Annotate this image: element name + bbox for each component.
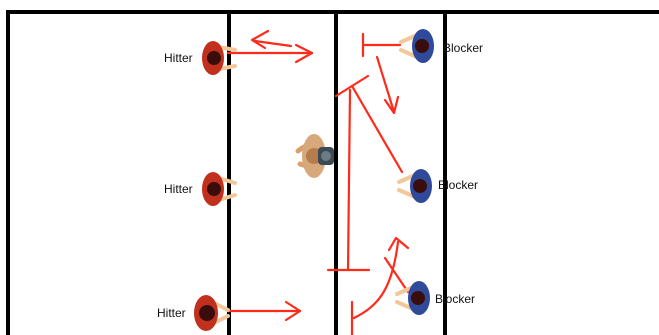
blocker-1-label: Blocker — [443, 41, 484, 55]
blocker-1-figure — [399, 29, 434, 63]
coach-with-ball-icon — [295, 134, 334, 178]
hitter-3-figure — [194, 295, 230, 331]
blocker-3-swing-arrowhead — [387, 236, 410, 252]
hitter-1-arrowhead — [294, 43, 314, 64]
hitter-3-label: Hitter — [157, 306, 186, 320]
net-long-line — [346, 88, 352, 272]
blocker-2-block-line — [350, 84, 404, 174]
movement-arrows — [226, 29, 410, 335]
transition-back-arrowhead — [250, 29, 270, 50]
blocker-2-figure — [397, 169, 432, 203]
blocker-3-swing-arrow — [352, 240, 400, 320]
hitter-3-arrowhead — [284, 300, 302, 322]
blocker-1-drop-arrowhead — [383, 95, 400, 115]
blocker-3-label: Blocker — [435, 292, 476, 306]
hitter-2-figure — [202, 172, 237, 206]
transition-back-arrow — [253, 39, 293, 48]
blocker-3-figure — [395, 281, 430, 315]
hitter-2-label: Hitter — [164, 182, 193, 196]
hitter-1-label: Hitter — [164, 51, 193, 65]
blocker-2-label: Blocker — [438, 178, 479, 192]
blocker-1-drop-arrow — [375, 55, 396, 114]
blocker-3-step-line — [383, 256, 410, 294]
hitter-1-figure — [202, 41, 237, 75]
court-lines — [6, 10, 659, 335]
